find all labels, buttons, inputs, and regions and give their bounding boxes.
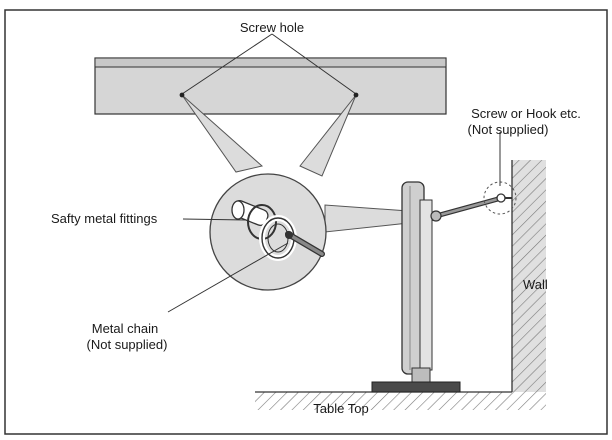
magnifier-cone [181, 94, 357, 177]
label-screw-or-hook-note: (Not supplied) [468, 122, 549, 137]
metal-chain-to-wall [430, 196, 501, 222]
table-top [255, 391, 546, 410]
label-screw-hole: Screw hole [240, 20, 304, 35]
label-screw-or-hook: Screw or Hook etc. [471, 106, 581, 121]
screw-hole-left [179, 92, 185, 98]
tv-side-view [371, 181, 461, 393]
magnified-view-circle [209, 173, 327, 291]
leader-lines [167, 33, 501, 313]
wall-hook [483, 181, 517, 215]
screw-hole-right [353, 92, 359, 98]
label-wall: Wall [523, 277, 548, 292]
tv-stand-base [371, 381, 461, 393]
safety-metal-fitting [231, 200, 297, 261]
label-metal-chain-note: (Not supplied) [87, 337, 168, 352]
tv-back-panel [94, 57, 447, 115]
metal-chain-magnified [285, 231, 325, 257]
label-table-top: Table Top [313, 401, 368, 416]
wall [511, 160, 546, 392]
label-metal-chain: Metal chain [92, 321, 158, 336]
label-safety-fittings: Safty metal fittings [51, 211, 158, 226]
